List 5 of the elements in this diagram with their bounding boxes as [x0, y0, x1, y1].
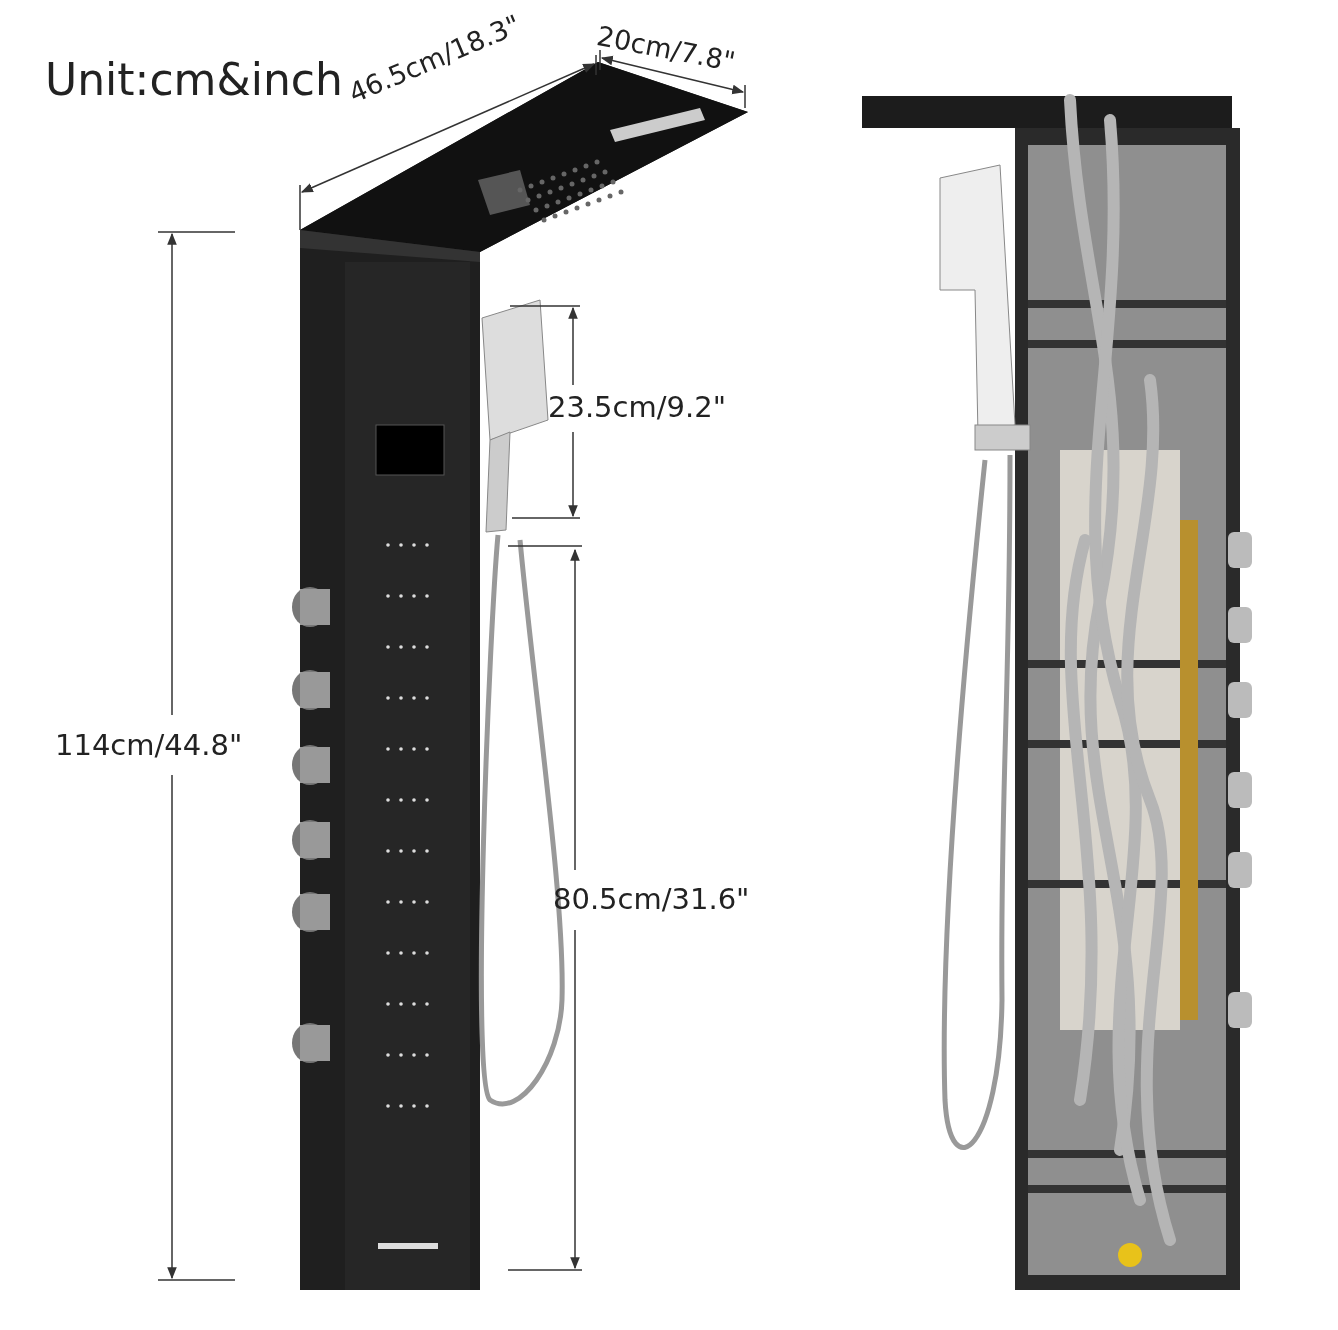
- dimension-label: 114cm/44.8": [55, 731, 243, 760]
- dimension-label: 23.5cm/9.2": [548, 393, 726, 422]
- dimension-label: 80.5cm/31.6": [553, 885, 750, 914]
- unit-note: Unit:cm&inch: [45, 58, 343, 102]
- dimension-label: 20cm/7.8": [594, 22, 738, 76]
